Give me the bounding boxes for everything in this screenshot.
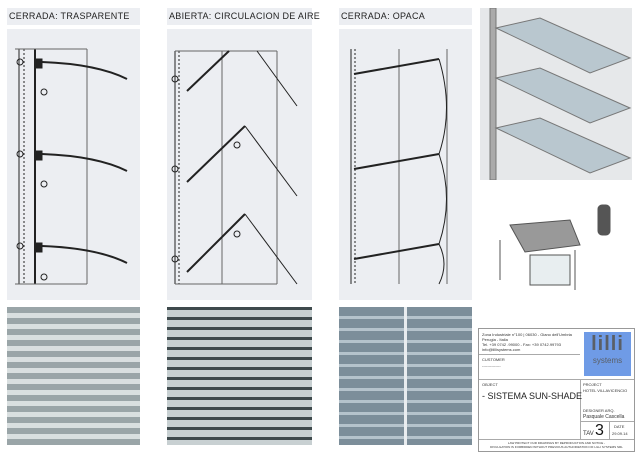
legal-notice: DIVULGATION IS FORBIDDEN WITHOUT PREVIOU… [490, 445, 623, 449]
photo-louvres-open [167, 307, 312, 445]
project-label: PROJECT [583, 382, 602, 387]
address-line: Zona Industriale n°100 | 06030 - Giano d… [482, 332, 572, 337]
logo: lilli systems [584, 332, 631, 376]
exploded-view-drawing [480, 190, 632, 290]
address-line: Perugia - Italia [482, 337, 508, 342]
object-value: - SISTEMA SUN-SHADE [482, 391, 583, 401]
designer-label: DESIGNER ARQ. [583, 408, 615, 413]
panel-title-open-air: ABIERTA: CIRCULACION DE AIRE [167, 8, 320, 25]
project-value: HOTEL VILLAVICENCIO [583, 388, 628, 393]
panel-title-closed-opaque: CERRADA: OPACA [339, 8, 472, 25]
title-block: Zona Industriale n°100 | 06030 - Giano d… [478, 328, 635, 452]
tav-label: TAV [583, 431, 594, 437]
section-drawing-transparent [7, 29, 140, 300]
date-label: DATE [614, 424, 625, 429]
object-label: OBJECT [482, 382, 498, 387]
designer-value: Pasquale Cascella [583, 414, 625, 420]
address-line: info@lillisystems.com [482, 347, 521, 352]
photo-louvres-opaque [339, 307, 472, 445]
date-value: 29.09.14 [612, 431, 628, 436]
photo-louvres-transparent [7, 307, 140, 445]
section-drawing-opaque [339, 29, 472, 300]
tav-number: 3 [595, 422, 604, 439]
address-line: Tel. +39 0742 .99000 - Fax: +39 0742.997… [482, 342, 561, 347]
legal-notice: LAW PROTECT OUR DRAWINGS BY REPRODUCTION… [507, 441, 606, 445]
render-sunshade-blades [480, 8, 632, 180]
panel-title-closed-transparent: CERRADA: TRASPARENTE [7, 8, 140, 25]
section-drawing-open [167, 29, 312, 300]
customer-value: -------------- [482, 363, 501, 368]
customer-label: CUSTOMER [482, 357, 505, 362]
